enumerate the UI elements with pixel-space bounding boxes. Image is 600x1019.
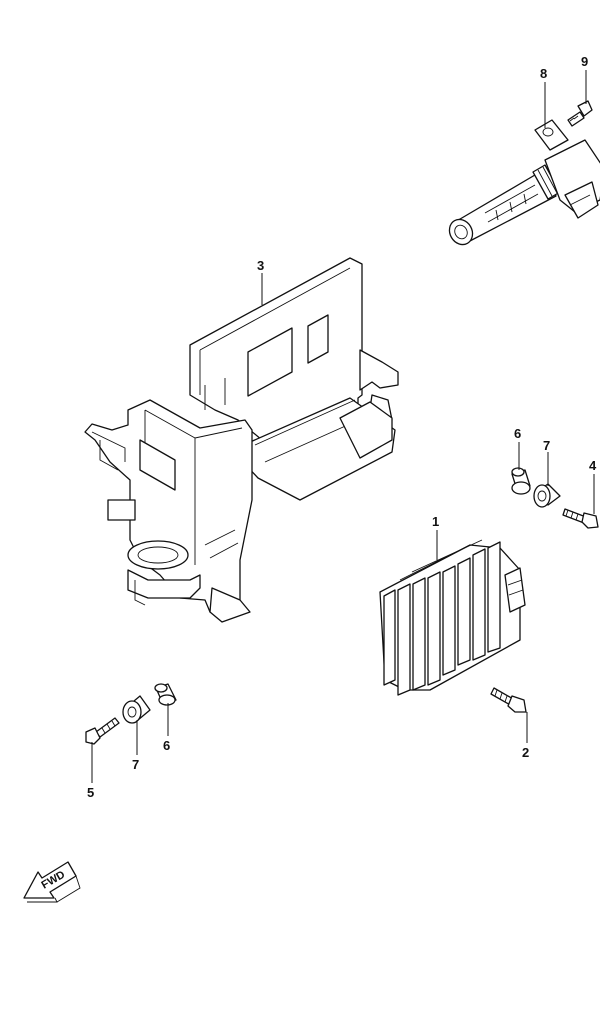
callout-2: 2 (522, 745, 529, 760)
ignition-coil-part (448, 119, 600, 246)
callout-9: 9 (581, 54, 588, 69)
callout-5: 5 (87, 785, 94, 800)
callout-6-left: 6 (163, 738, 170, 753)
callout-8: 8 (540, 66, 547, 81)
callout-6-right: 6 (514, 426, 521, 441)
collar-6-right-part (511, 467, 531, 495)
bolt-4-part (562, 508, 599, 529)
fwd-arrow-icon: FWD (23, 861, 81, 903)
bolt-5-part (85, 717, 120, 745)
bolt-2-part (490, 687, 527, 713)
callout-3: 3 (257, 258, 264, 273)
rectifier-part (379, 539, 526, 696)
callout-7-left: 7 (132, 757, 139, 772)
leader-lines (91, 70, 595, 783)
grommet-7-right-part (533, 483, 561, 508)
callout-7-right: 7 (543, 438, 550, 453)
grommet-7-left-part (122, 695, 151, 724)
bolt-9-part (567, 100, 593, 127)
bracket-part (84, 257, 399, 623)
callout-4: 4 (589, 458, 597, 473)
callout-1: 1 (432, 514, 439, 529)
collar-6-left-part (154, 683, 177, 706)
